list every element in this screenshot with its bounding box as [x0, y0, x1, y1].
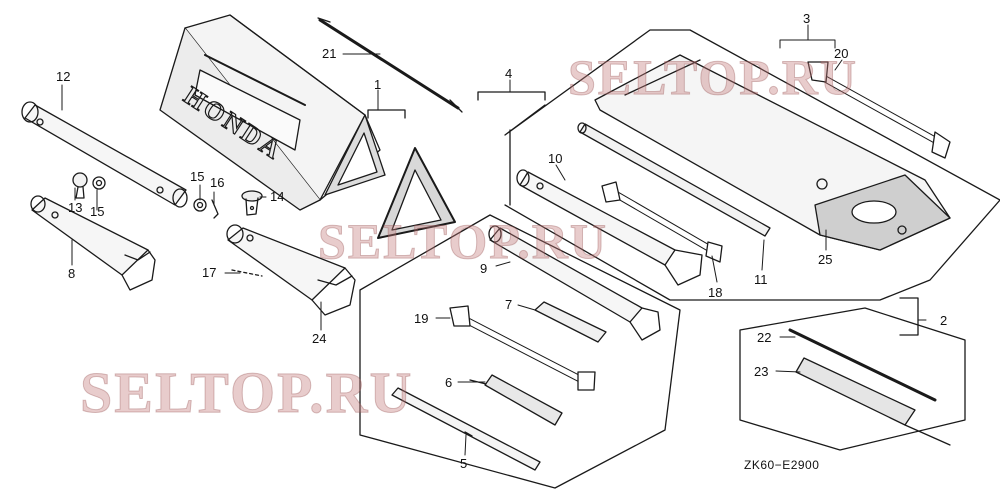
socket-24-drawing	[226, 224, 356, 316]
callout-22: 22	[757, 330, 772, 345]
callout-18: 18	[708, 285, 723, 300]
callout-25: 25	[818, 252, 833, 267]
callout-5: 5	[460, 456, 468, 471]
pin-14-drawing	[241, 190, 263, 216]
callout-14: 14	[270, 189, 285, 204]
callout-3: 3	[803, 11, 811, 26]
callout-4: 4	[505, 66, 513, 81]
wrench-20-drawing	[807, 61, 951, 159]
spanner-8-drawing	[30, 195, 156, 291]
callout-15: 15	[190, 169, 205, 184]
callout-20: 20	[834, 46, 849, 61]
watermark-middle: SELTOP.RU	[318, 213, 608, 269]
callout-16: 16	[210, 175, 225, 190]
callout-6: 6	[445, 375, 453, 390]
wrench-18-drawing	[601, 181, 723, 263]
callout-19: 19	[414, 311, 429, 326]
tool-case-drawing	[159, 14, 456, 239]
tool-roll-25-drawing	[594, 54, 951, 251]
wrench-19-drawing	[449, 305, 596, 391]
tool-7-drawing	[534, 301, 607, 343]
leader-lines	[61, 24, 927, 456]
pin-13-drawing	[72, 172, 106, 199]
watermark-bottom: SELTOP.RU	[79, 360, 414, 425]
callout-7: 7	[505, 297, 513, 312]
tool-9-drawing	[488, 225, 661, 341]
watermark-top: SELTOP.RU	[568, 49, 858, 105]
tube-12-drawing	[21, 101, 188, 208]
rod-21-drawing	[317, 17, 463, 113]
callout-8: 8	[68, 266, 76, 281]
tube-10-drawing	[516, 169, 703, 286]
callout-10: 10	[548, 151, 563, 166]
callout-13: 13	[68, 200, 83, 215]
callout-24: 24	[312, 331, 327, 346]
callout-17: 17	[202, 265, 217, 280]
callout-1: 1	[374, 77, 382, 92]
screwdriver-5-drawing	[391, 387, 541, 471]
callout-2: 2	[940, 313, 948, 328]
callout-9: 9	[480, 261, 488, 276]
callout-11: 11	[754, 272, 768, 287]
diagram-code: ZK60−E2900	[744, 458, 820, 472]
group-2-panel	[739, 297, 966, 451]
lower-group-panel	[359, 214, 681, 489]
bar-11-drawing	[577, 122, 771, 237]
callout-15: 15	[90, 204, 105, 219]
callout-12: 12	[56, 69, 71, 84]
callout-23: 23	[754, 364, 769, 379]
bracket-1	[367, 109, 406, 119]
group-4-panel	[477, 29, 1000, 301]
callout-21: 21	[322, 46, 337, 61]
